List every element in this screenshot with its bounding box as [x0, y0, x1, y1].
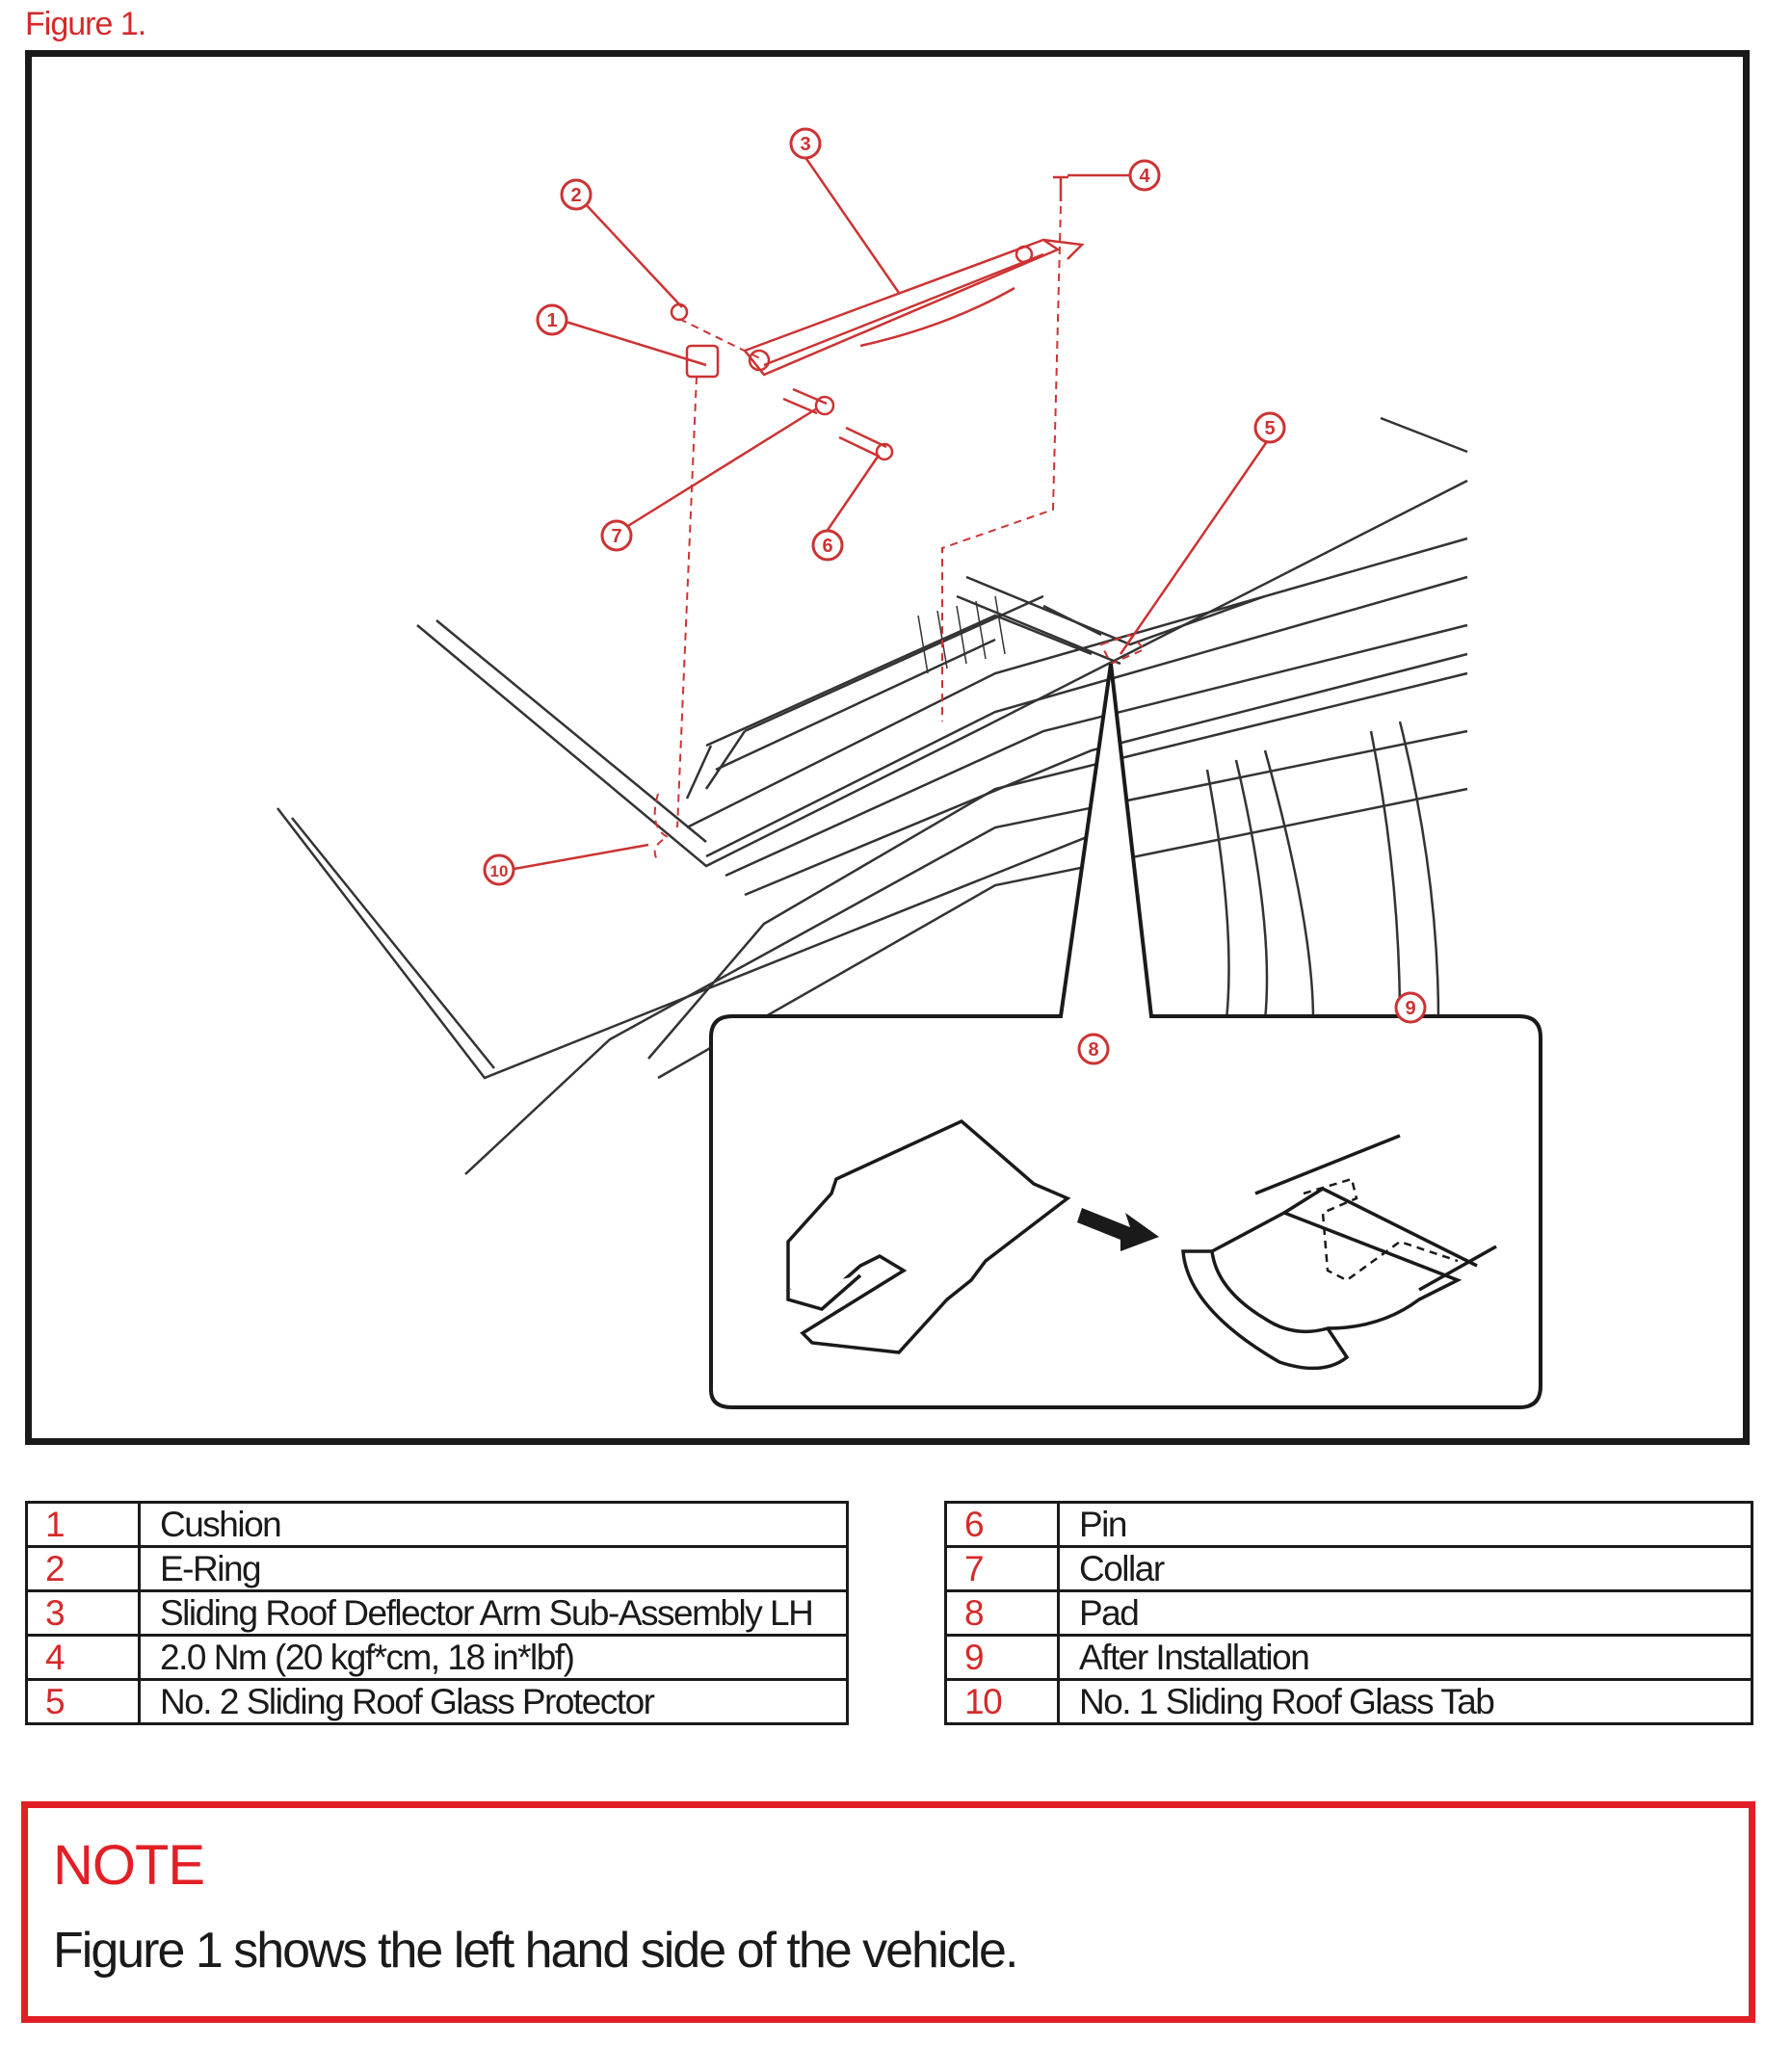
legend-num: 4	[25, 1634, 141, 1681]
callout-9: 9	[1405, 998, 1415, 1019]
legend-label: After Installation	[1057, 1634, 1753, 1681]
callout-10: 10	[490, 862, 509, 880]
legend-num: 7	[944, 1545, 1060, 1592]
legend-num: 10	[944, 1678, 1060, 1725]
vehicle-roof-outline	[277, 416, 1468, 1175]
note-box: NOTE Figure 1 shows the left hand side o…	[21, 1801, 1755, 2023]
callout-numbers: 1 2 3 4 5 6 7 8 9 10	[490, 134, 1416, 1061]
callout-4: 4	[1139, 166, 1150, 187]
legend-label: Pin	[1057, 1501, 1753, 1548]
legend-label: No. 1 Sliding Roof Glass Tab	[1057, 1678, 1753, 1725]
legend-label: Sliding Roof Deflector Arm Sub-Assembly …	[138, 1589, 849, 1637]
deflector-arm	[742, 238, 1085, 377]
callout-2: 2	[570, 185, 581, 206]
legend-num: 6	[944, 1501, 1060, 1548]
small-parts	[670, 175, 1068, 461]
legend-label: 2.0 Nm (20 kgf*cm, 18 in*lbf)	[138, 1634, 849, 1681]
legend-label: Cushion	[138, 1501, 849, 1548]
legend-num: 3	[25, 1589, 141, 1637]
callout-markers	[483, 127, 1427, 1065]
note-text: Figure 1 shows the left hand side of the…	[53, 1923, 1018, 1979]
legend-label: E-Ring	[138, 1545, 849, 1592]
callout-6: 6	[822, 536, 832, 557]
callout-1: 1	[546, 310, 557, 331]
legend-num: 2	[25, 1545, 141, 1592]
legend-label: Collar	[1057, 1545, 1753, 1592]
guide-lines	[653, 205, 1146, 862]
installed-pad-hidden-edge	[1303, 1177, 1459, 1282]
legend-num: 1	[25, 1501, 141, 1548]
legend-num: 5	[25, 1678, 141, 1725]
callout-8: 8	[1088, 1039, 1098, 1061]
direction-arrow	[1077, 1208, 1159, 1251]
legend-num: 8	[944, 1589, 1060, 1637]
legend-label: Pad	[1057, 1589, 1753, 1637]
callout-7: 7	[611, 526, 621, 547]
callout-5: 5	[1264, 418, 1275, 439]
figure-frame: 1 2 3 4 5 6 7 8 9 10	[25, 50, 1750, 1445]
legend-num: 9	[944, 1634, 1060, 1681]
exploded-diagram: 1 2 3 4 5 6 7 8 9 10	[277, 127, 1542, 1409]
note-title: NOTE	[53, 1834, 205, 1897]
figure-label: Figure 1.	[25, 6, 146, 42]
pad-part	[786, 1118, 1071, 1354]
callout-3: 3	[800, 134, 810, 155]
legend-label: No. 2 Sliding Roof Glass Protector	[138, 1678, 849, 1725]
